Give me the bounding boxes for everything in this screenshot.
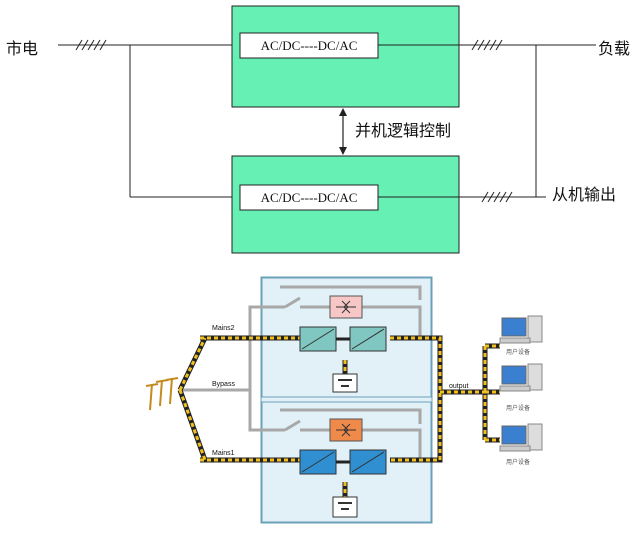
device-label-1: 用户设备 — [506, 348, 530, 356]
control-arrow-head-up — [339, 108, 347, 116]
mains2-label: Mains2 — [212, 325, 235, 332]
bypass-wiring — [180, 285, 422, 460]
unit-2-components — [299, 295, 387, 393]
control-label: 并机逻辑控制 — [355, 121, 451, 140]
cable-hatch-right-bottom — [481, 191, 513, 203]
slave-output-label: 从机输出 — [552, 185, 616, 204]
output-label: output — [449, 383, 469, 390]
control-arrow-head-down — [339, 147, 347, 155]
cable-hatch-right-top — [471, 39, 503, 51]
power-bus — [177, 335, 500, 498]
device-label-3: 用户设备 — [506, 458, 530, 466]
unit-2-converter-label: AC/DC----DC/AC — [261, 190, 358, 205]
computer-icon — [499, 363, 543, 392]
unit-1-converter-label: AC/DC----DC/AC — [261, 38, 358, 53]
unit-1-converter-box — [239, 32, 379, 59]
mains1-label: Mains1 — [212, 450, 235, 457]
unit-2-battery — [332, 373, 358, 393]
unit-1-components — [299, 418, 387, 518]
bypass-label: Bypass — [212, 381, 235, 388]
top-schematic: 市电 AC/DC----DC/AC AC/DC----DC/AC — [6, 5, 630, 254]
cable-hatch-left — [75, 39, 107, 51]
mains-label: 市电 — [6, 39, 38, 58]
computer-icon — [499, 423, 543, 452]
utility-pole-icon — [145, 377, 179, 411]
computer-icon — [499, 315, 543, 344]
bottom-schematic: Mains2 Bypass Mains1 output — [145, 276, 543, 524]
load-label: 负载 — [598, 39, 630, 58]
unit-1-battery — [332, 496, 358, 518]
device-label-2: 用户设备 — [506, 404, 530, 412]
